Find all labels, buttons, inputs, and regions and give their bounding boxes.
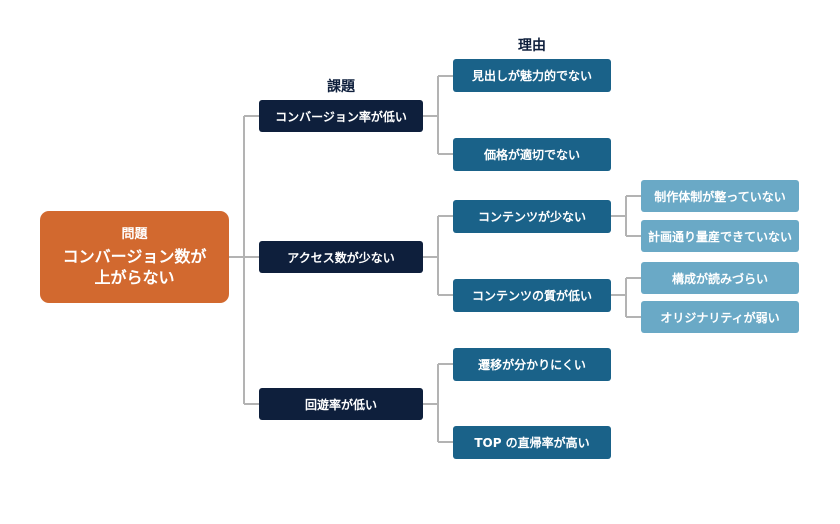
- reason-box-price: 価格が適切でない: [453, 138, 611, 171]
- reason-box-top-bounce: TOP の直帰率が高い: [453, 426, 611, 459]
- root-title-line2: 上がらない: [94, 268, 175, 287]
- sub-reason-box-originality: オリジナリティが弱い: [641, 301, 799, 333]
- issue-box-circulation-rate: 回遊率が低い: [259, 388, 423, 420]
- reasons-column-header: 理由: [518, 38, 546, 54]
- sub-reason-box-production: 制作体制が整っていない: [641, 180, 799, 212]
- issue-box-conversion-rate: コンバージョン率が低い: [259, 100, 423, 132]
- connector-issue1-reasons: [423, 75, 453, 155]
- root-title-line1: コンバージョン数が: [62, 247, 207, 266]
- reason-box-content-quality: コンテンツの質が低い: [453, 279, 611, 312]
- connector-root-issues: [229, 115, 259, 405]
- reason-box-navigation: 遷移が分かりにくい: [453, 348, 611, 381]
- root-problem-label: 問題: [121, 227, 148, 242]
- reason-box-headline: 見出しが魅力的でない: [453, 59, 611, 92]
- root-problem-title: コンバージョン数が 上がらない: [63, 246, 207, 288]
- connector-reason21-subs: [611, 195, 641, 237]
- sub-reason-box-mass-production: 計画通り量産できていない: [641, 220, 799, 252]
- connector-reason22-subs: [611, 277, 641, 318]
- root-problem-box: 問題 コンバージョン数が 上がらない: [40, 211, 229, 303]
- connector-issue2-reasons: [423, 215, 453, 296]
- reason-box-content-few: コンテンツが少ない: [453, 200, 611, 233]
- issues-column-header: 課題: [327, 79, 355, 95]
- sub-reason-box-structure: 構成が読みづらい: [641, 262, 799, 294]
- issue-box-access-count: アクセス数が少ない: [259, 241, 423, 273]
- connector-issue3-reasons: [423, 363, 453, 443]
